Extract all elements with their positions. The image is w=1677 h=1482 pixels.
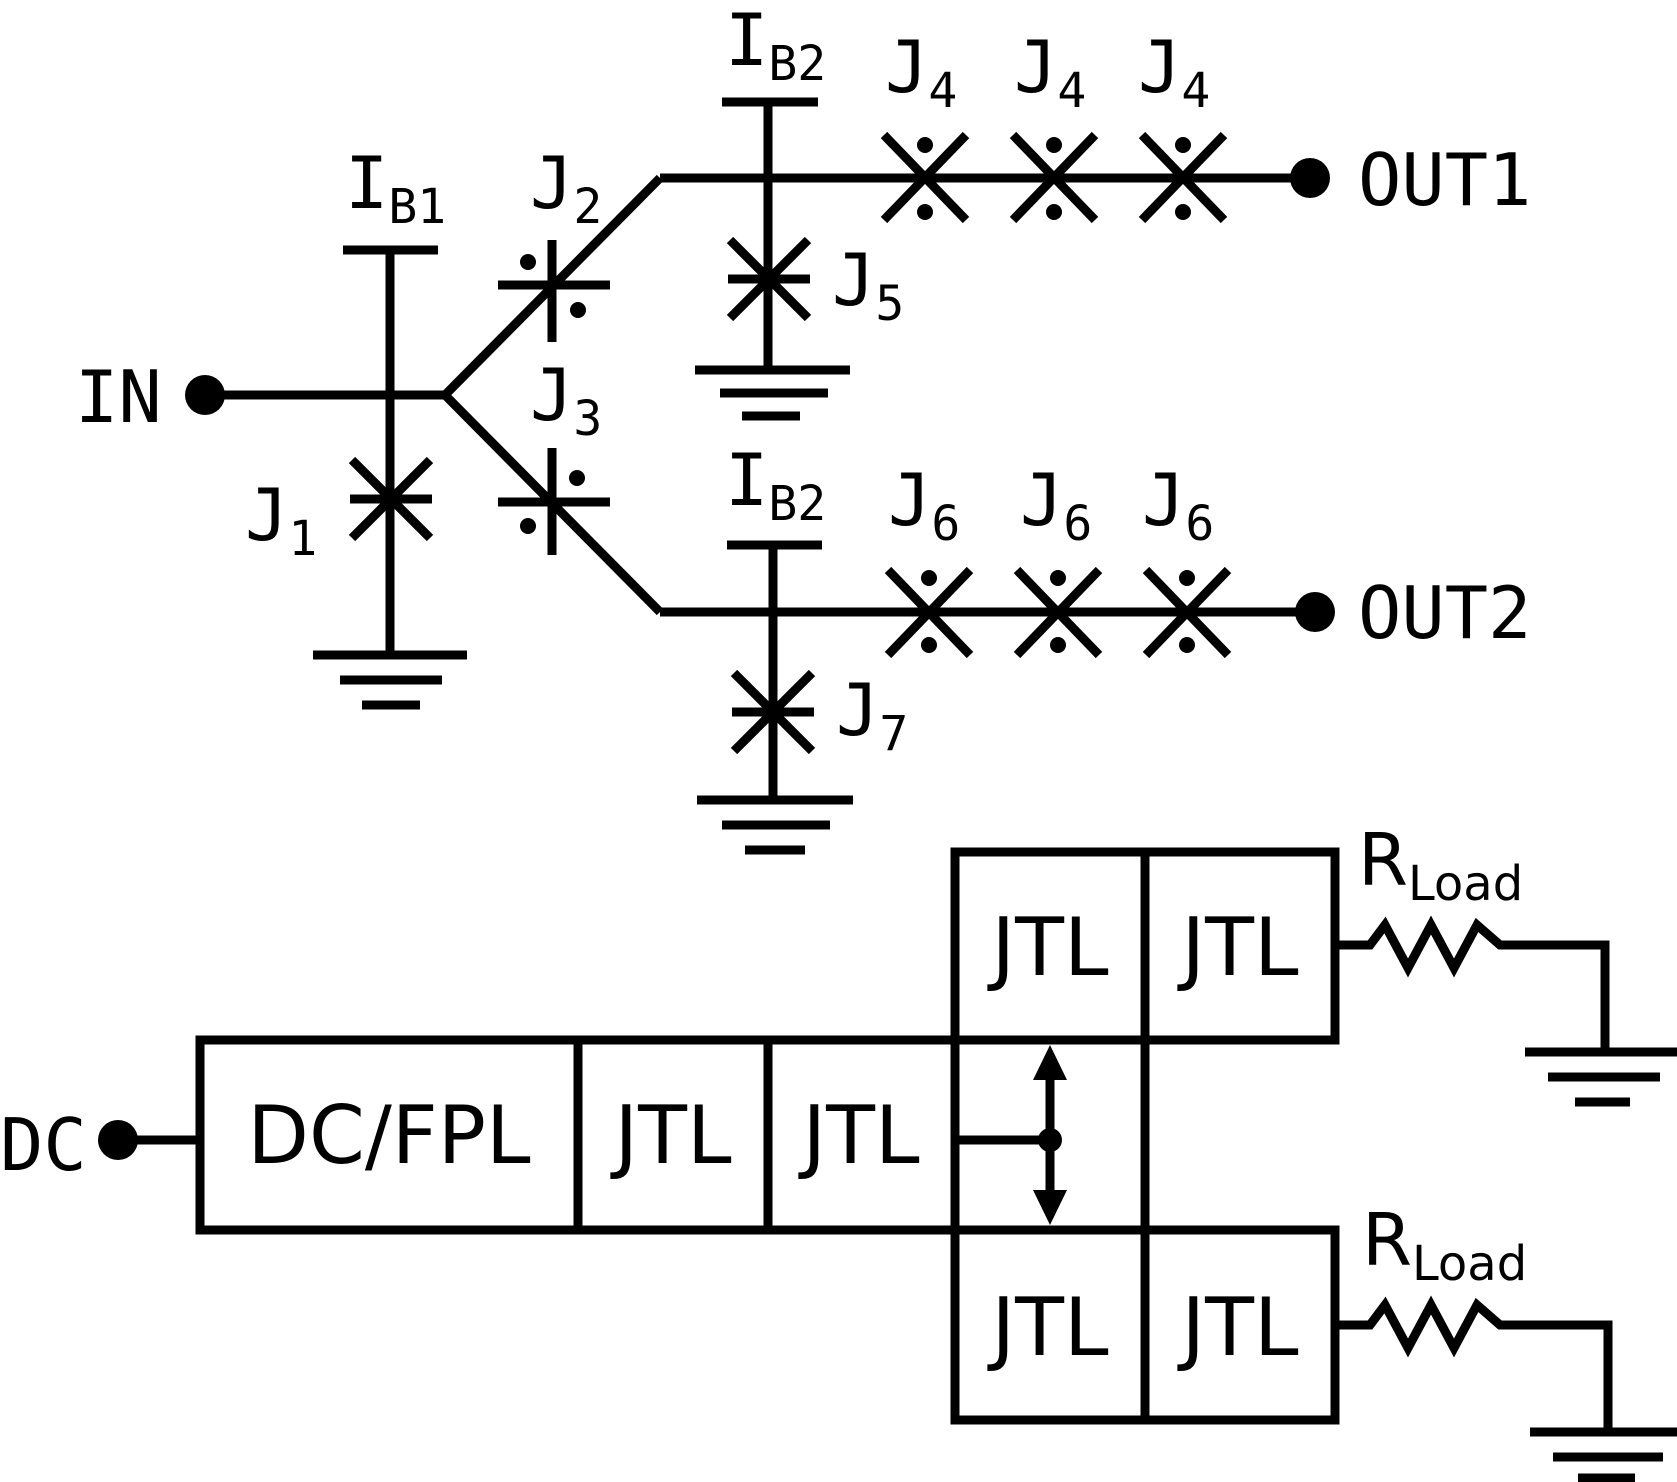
ground-icon: [1525, 1047, 1677, 1107]
j3-label: J3: [530, 353, 602, 447]
junction-j2-icon: [498, 240, 610, 342]
j4-label: J4: [1014, 25, 1086, 119]
split-arrow-icon: [1033, 1045, 1067, 1225]
output1-label: OUT1: [1358, 138, 1531, 222]
bias1-label: IB1: [345, 141, 446, 235]
junction-j4-icon: [880, 131, 970, 224]
junction-j6-icon: [1013, 566, 1103, 659]
ground-icon: [1530, 1427, 1677, 1482]
output1-terminal-icon: [1290, 158, 1330, 198]
output2-terminal-icon: [1295, 592, 1335, 632]
bias2-top-label: IB2: [725, 0, 826, 92]
j4-label: J4: [885, 25, 957, 119]
junction-j6-icon: [1142, 566, 1232, 659]
jtl-label: JTL: [986, 1281, 1108, 1374]
j1-label: J1: [245, 473, 317, 567]
jtl-label: JTL: [1176, 1281, 1298, 1374]
junction-j1-icon: [348, 456, 434, 542]
junction-j4-icon: [1138, 131, 1228, 224]
bias2-bottom-label: IB2: [725, 438, 826, 532]
output2-label: OUT2: [1358, 571, 1531, 655]
j5-label: J5: [832, 238, 904, 332]
resistor-icon: [1335, 1295, 1613, 1432]
resistor-icon: [1335, 915, 1610, 1052]
jtl-label: JTL: [986, 901, 1108, 994]
junction-j4-icon: [1009, 131, 1099, 224]
j4-label: J4: [1138, 25, 1210, 119]
ground-icon: [695, 365, 850, 421]
junction-j7-icon: [730, 669, 816, 755]
dcfpl-label: DC/FPL: [247, 1089, 531, 1182]
jtl-label: JTL: [609, 1089, 731, 1182]
junction-j5-icon: [726, 236, 812, 322]
ground-icon: [313, 650, 467, 710]
rload-label: RLoad: [1358, 818, 1523, 912]
junction-j6-icon: [884, 566, 974, 659]
ground-icon: [697, 795, 853, 855]
j2-label: J2: [530, 141, 602, 235]
j7-label: J7: [836, 668, 908, 762]
jtl-label: JTL: [797, 1089, 919, 1182]
jtl-label: JTL: [1176, 901, 1298, 994]
input-label: IN: [75, 355, 162, 439]
dc-label: DC: [0, 1103, 87, 1187]
dc-terminal-icon: [98, 1120, 138, 1160]
j6-label: J6: [888, 458, 960, 552]
junction-j3-icon: [498, 448, 610, 555]
j6-label: J6: [1142, 458, 1214, 552]
input-terminal-icon: [185, 375, 225, 415]
rload-label: RLoad: [1362, 1198, 1527, 1292]
j6-label: J6: [1020, 458, 1092, 552]
